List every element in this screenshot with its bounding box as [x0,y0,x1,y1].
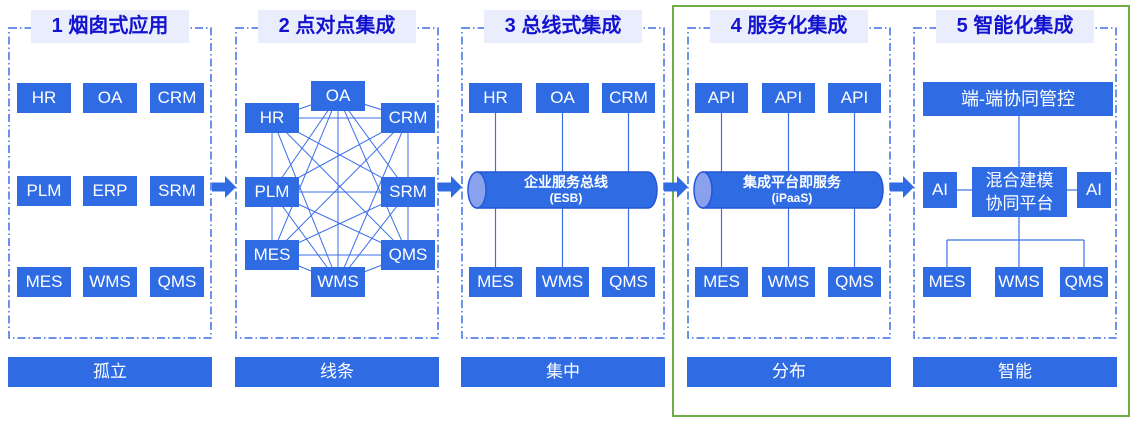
app-box-oa: OA [536,83,589,113]
stage-3-title: 3 总线式集成 [484,10,642,43]
app-box-hr: HR [245,103,299,133]
app-box-crm: CRM [150,83,204,113]
platform-label-line2: 协同平台 [985,194,1054,213]
app-box-erp: ERP [83,176,137,206]
ipaas-cylinder-and-connectors [693,113,884,267]
app-box-wms: WMS [995,267,1043,297]
app-box-qms: QMS [381,240,435,270]
stage-3-tagline: 集中 [461,357,665,387]
flow-arrow-icon-2 [438,176,462,198]
app-box-hr: HR [17,83,71,113]
esb-bus-abbr: (ESB) [549,191,583,205]
hybrid-modeling-platform-box: 混合建模 协同平台 [972,167,1067,217]
app-box-crm: CRM [602,83,655,113]
stage-4-ipaas: 4 服务化集成 API API API 集成平台即服务 (iPaaS) MES … [687,0,891,424]
app-box-mes: MES [17,267,71,297]
stage-4-title: 4 服务化集成 [710,10,868,43]
tree-connectors [946,116,1085,267]
app-box-qms: QMS [828,267,881,297]
platform-label-line1: 混合建模 [985,171,1054,190]
app-box-oa: OA [83,83,137,113]
flow-arrow-icon-3 [664,176,688,198]
stage-1-silo-apps: 1 烟囱式应用 HR OA CRM PLM ERP SRM MES WMS QM… [8,0,212,424]
stage-1-title: 1 烟囱式应用 [31,10,189,43]
stage-2-title: 2 点对点集成 [258,10,416,43]
stage-3-esb-bus: 3 总线式集成 HR OA CRM 企业服务总线 (ESB) MES WMS Q… [461,0,665,424]
app-box-mes: MES [695,267,748,297]
stage-1-tagline: 孤立 [8,357,212,387]
ai-box-right: AI [1077,172,1111,208]
app-box-hr: HR [469,83,522,113]
app-box-crm: CRM [381,103,435,133]
app-box-wms: WMS [83,267,137,297]
ipaas-bus-label: 集成平台即服务 [743,174,841,190]
stage-5-title: 5 智能化集成 [936,10,1094,43]
app-box-mes: MES [923,267,971,297]
app-box-oa: OA [311,81,365,111]
app-box-srm: SRM [150,176,204,206]
esb-bus-label: 企业服务总线 [524,174,608,190]
app-box-qms: QMS [150,267,204,297]
stage-2-tagline: 线条 [235,357,439,387]
app-box-qms: QMS [1060,267,1108,297]
app-box-plm: PLM [245,177,299,207]
app-box-mes: MES [245,240,299,270]
stage-2-point-to-point: 2 点对点集成 OA HR CRM PLM SRM MES QMS WMS 线条 [235,0,439,424]
app-box-plm: PLM [17,176,71,206]
app-box-wms: WMS [762,267,815,297]
app-box-mes: MES [469,267,522,297]
app-box-wms: WMS [536,267,589,297]
stage-4-tagline: 分布 [687,357,891,387]
app-box-api-1: API [695,83,748,113]
app-box-srm: SRM [381,177,435,207]
highlight-frame-stages-4-5 [672,5,1130,417]
end-to-end-control-box: 端-端协同管控 [923,82,1113,116]
app-box-api-3: API [828,83,881,113]
flow-arrow-icon-1 [212,176,236,198]
ai-box-left: AI [923,172,957,208]
ipaas-bus-abbr: (iPaaS) [771,191,813,205]
app-box-qms: QMS [602,267,655,297]
app-box-api-2: API [762,83,815,113]
app-box-wms: WMS [311,267,365,297]
stage-5-tagline: 智能 [913,357,1117,387]
stage-5-intelligent: 5 智能化集成 端-端协同管控 AI 混合建模 协同平台 AI MES WMS … [913,0,1117,424]
esb-cylinder-and-connectors [467,113,658,267]
flow-arrow-icon-4 [890,176,914,198]
